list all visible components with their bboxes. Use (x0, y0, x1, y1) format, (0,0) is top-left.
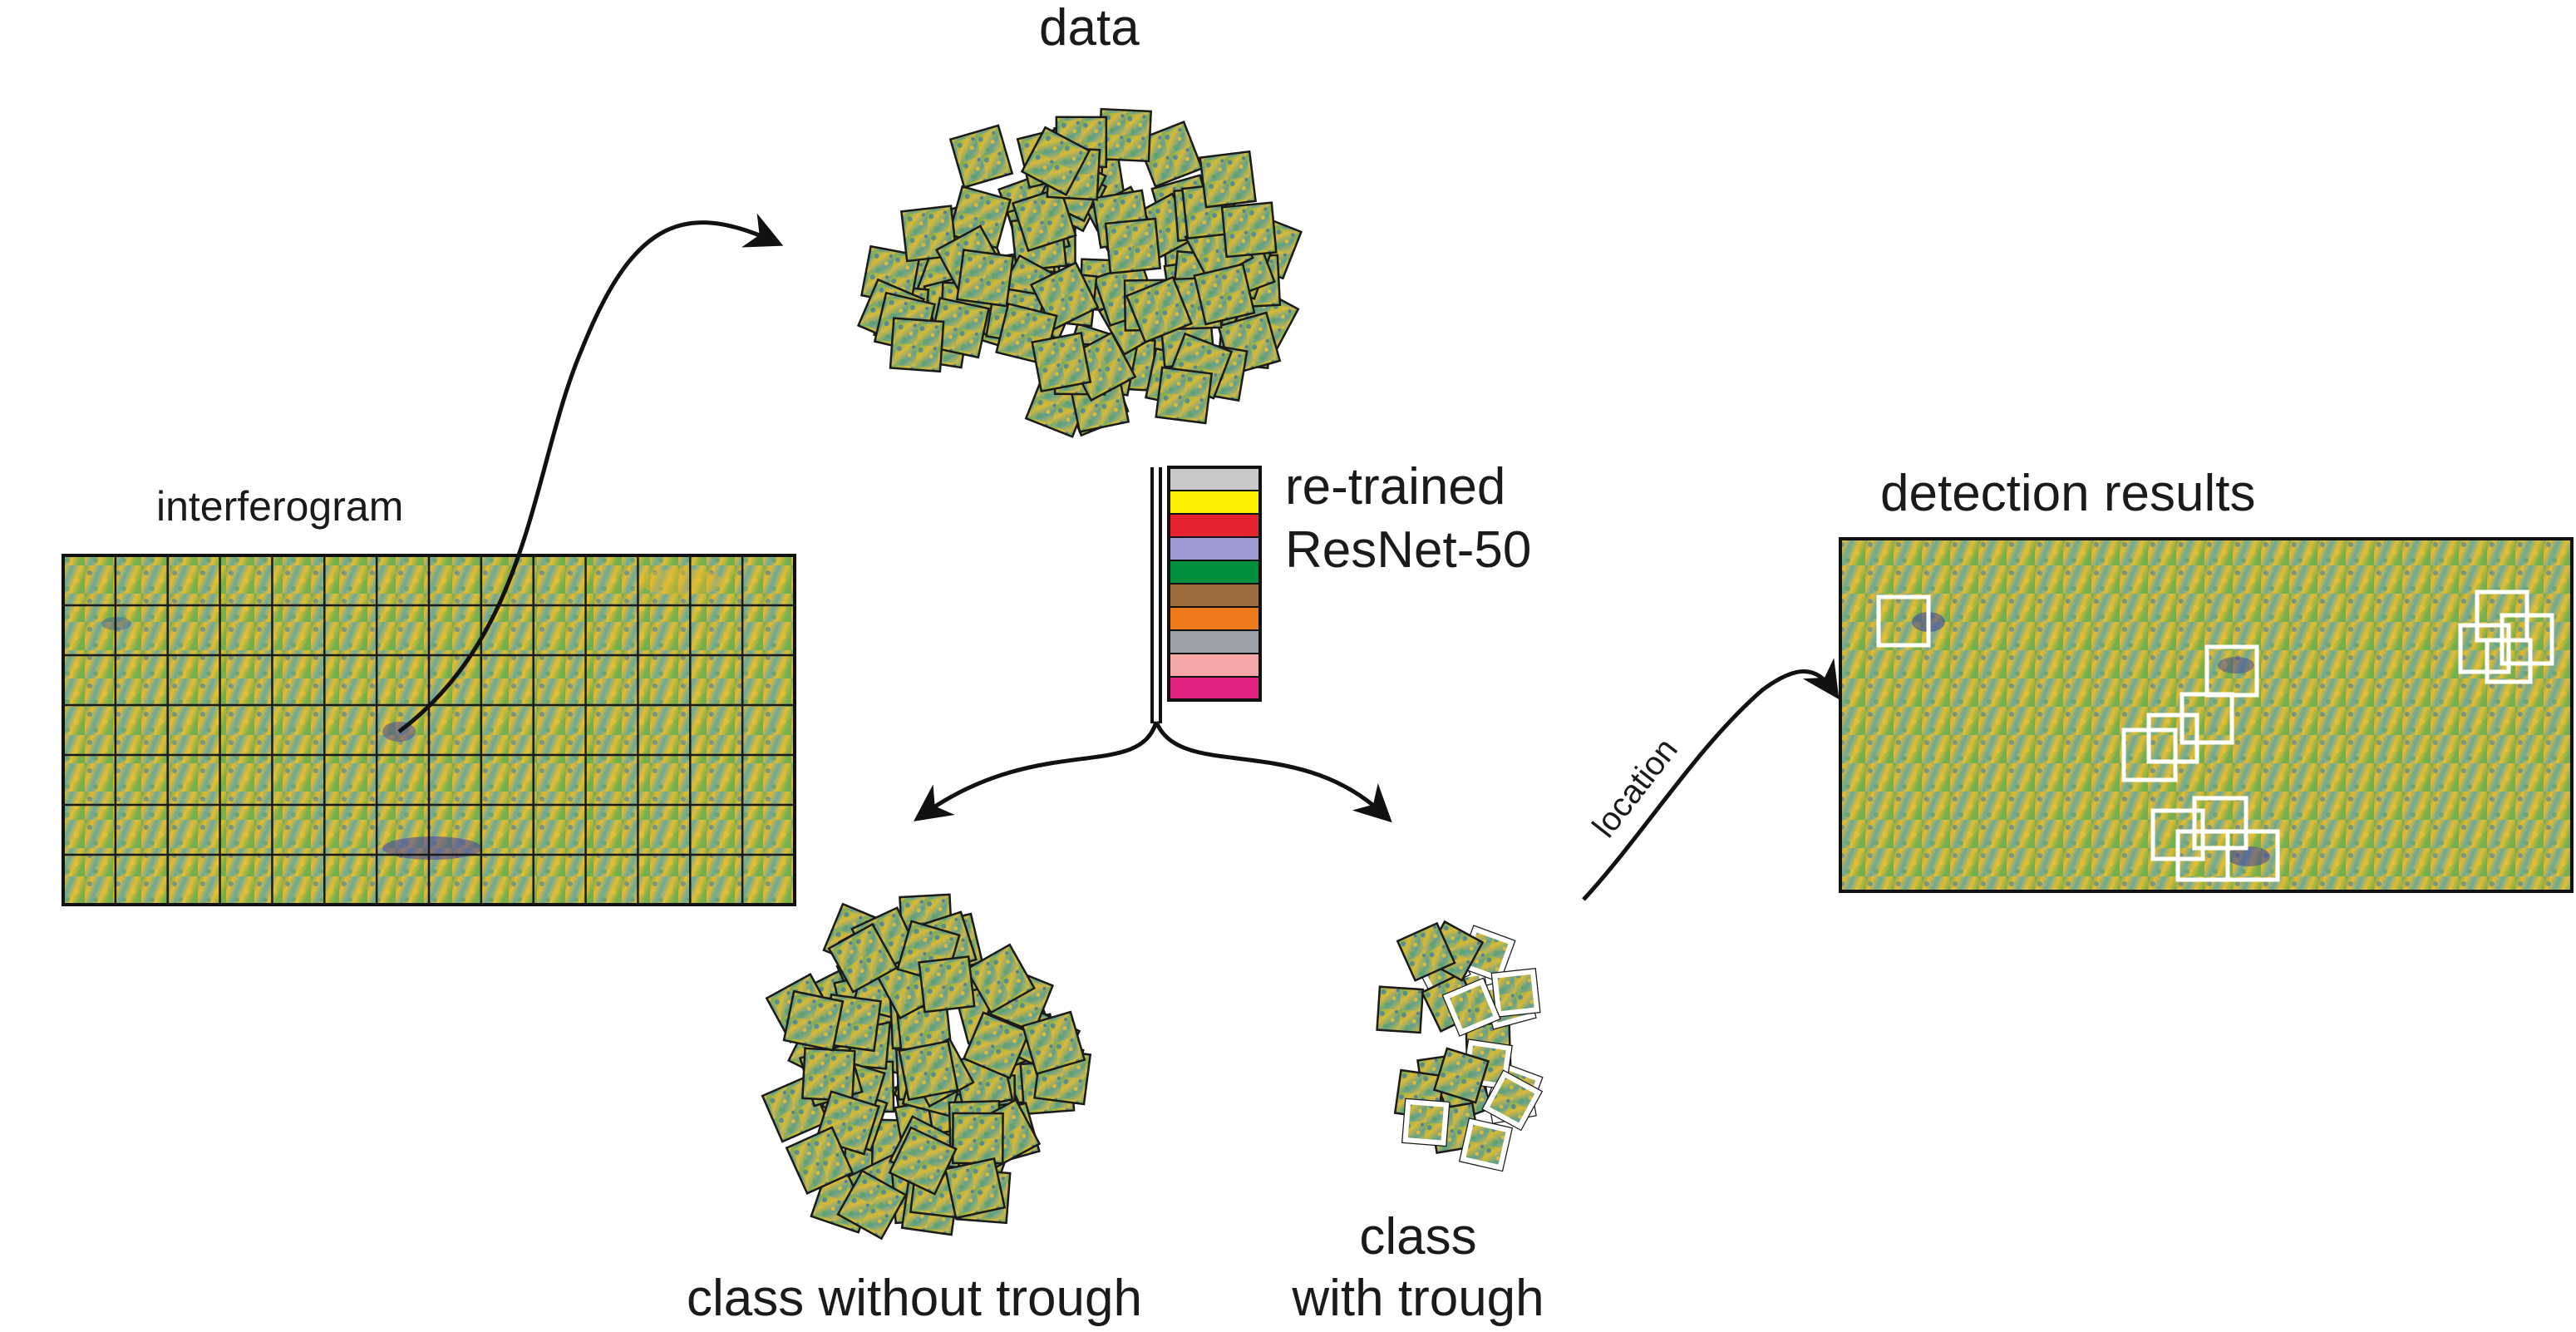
detection-results-image (1839, 537, 2574, 893)
interferogram-tile-icon (1490, 967, 1541, 1019)
interferogram-tile-icon (955, 249, 1015, 308)
network-layer (1168, 560, 1261, 585)
interferogram-tile-icon (1376, 985, 1425, 1034)
interferogram-tile-icon (1401, 1098, 1451, 1147)
detection-box (2485, 638, 2533, 684)
interferogram-tile-icon (889, 317, 945, 373)
network-layer (1168, 606, 1261, 631)
with-trough-tile-cluster (1376, 920, 1544, 1172)
interferogram-tile-icon (782, 989, 845, 1052)
data-tile-cluster (856, 107, 1303, 438)
interferogram-tile-icon (1396, 921, 1456, 982)
interferogram-tile-icon (918, 955, 976, 1014)
interferogram-tile-icon (943, 1157, 1007, 1220)
interferogram-tile-icon (801, 1047, 856, 1103)
interferogram-tile-icon (1481, 1069, 1544, 1132)
interferogram-tile-icon (1104, 217, 1162, 274)
trough-detection-boxes (1876, 590, 2554, 882)
interferogram-tile-icon (1458, 1117, 1514, 1172)
class-without-trough-label: class without trough (687, 1270, 1142, 1327)
detection-box (2225, 829, 2280, 882)
interferogram-tile-icon (1193, 263, 1256, 326)
interferogram-tile-icon (785, 1126, 855, 1195)
interferogram-tile-icon (1135, 121, 1204, 188)
interferogram-tile-icon (1432, 1047, 1490, 1104)
network-layer (1168, 653, 1261, 678)
interferogram-tile-icon (1125, 275, 1194, 344)
network-layer (1168, 536, 1261, 561)
arrow-location-to-results (1582, 658, 1840, 901)
interferogram-tile-icon (962, 1011, 1031, 1080)
network-stack (1150, 466, 1262, 723)
network-layer (1168, 629, 1261, 654)
detection-box (1876, 594, 1931, 648)
interferogram-tile-icon (964, 943, 1036, 1014)
class-with-trough-label-line2: with trough (1291, 1270, 1544, 1327)
interferogram-tile-icon (1021, 1010, 1086, 1076)
detection-results-label: detection results (1880, 465, 2255, 522)
interferogram-tile-icon (1199, 150, 1257, 209)
interferogram-tile-icon (1020, 126, 1091, 197)
location-label: location (1585, 732, 1685, 845)
interferogram-tile-icon (1011, 186, 1077, 253)
network-name-line2: ResNet-50 (1285, 521, 1531, 579)
detection-box (2121, 728, 2178, 782)
network-layer (1168, 676, 1261, 701)
interferogram-tile-icon (888, 1126, 958, 1196)
class-with-trough-label-line1: class (1359, 1208, 1476, 1265)
without-trough-tile-cluster (761, 893, 1092, 1241)
interferogram-tile-icon (898, 1039, 959, 1102)
interferogram-tile-icon (836, 1169, 908, 1241)
network-layer (1168, 466, 1261, 491)
interferogram-tile-icon (1220, 201, 1278, 259)
network-layer (1168, 490, 1261, 515)
network-layer (1168, 583, 1261, 608)
interferogram-tile-icon (948, 124, 1014, 189)
detection-box (2458, 623, 2511, 674)
interferogram-tile-icon (951, 1112, 1004, 1165)
interferogram-image (62, 554, 796, 906)
arrow-interferogram-to-data (397, 213, 784, 733)
interferogram-tile-icon (1441, 977, 1501, 1037)
interferogram-tile-icon (1031, 331, 1092, 393)
layer-stack-icon (1167, 466, 1262, 702)
detection-box (2146, 713, 2199, 764)
interferogram-tile-grid (63, 555, 795, 905)
network-layer (1168, 513, 1261, 538)
arrow-network-to-without-trough (914, 721, 1159, 821)
arrow-network-to-with-trough (1154, 721, 1392, 823)
network-name-line1: re-trained (1285, 458, 1505, 516)
data-label: data (1039, 0, 1140, 57)
interferogram-tile-icon (827, 922, 899, 994)
interferogram-label: interferogram (156, 483, 403, 530)
detection-box (2180, 692, 2234, 745)
detection-box (2192, 796, 2248, 851)
interferogram-tile-icon (1155, 366, 1214, 425)
